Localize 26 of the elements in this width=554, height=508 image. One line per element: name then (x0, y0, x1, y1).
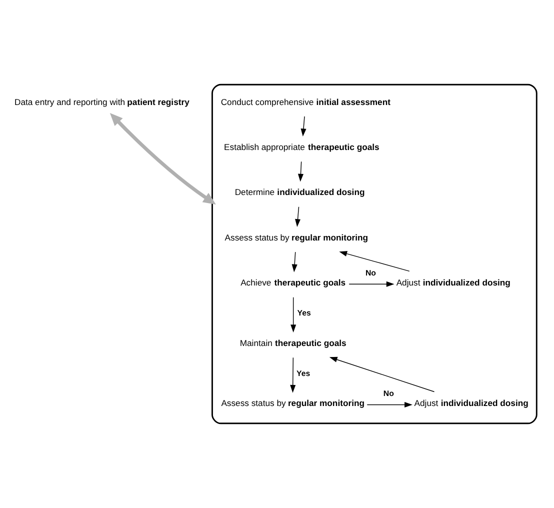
node-text: Assess status by regular monitoring (224, 232, 368, 242)
arrow (339, 251, 410, 272)
edge-label: No (383, 388, 394, 398)
node-text: Conduct comprehensive initial assessment (220, 96, 390, 107)
arrow (110, 112, 216, 205)
node-text: Assess status by regular monitoring (221, 398, 364, 408)
node-text: Adjust individualized dosing (414, 398, 528, 408)
arrow (292, 252, 298, 272)
cluster (212, 84, 538, 424)
node-text: Data entry and reporting with patient registry (14, 96, 190, 107)
node-text: Adjust individualized dosing (396, 278, 510, 288)
arrow (366, 402, 412, 408)
arrow (290, 296, 296, 333)
arrow (348, 281, 394, 287)
edge-label: Yes (297, 308, 311, 318)
node-text: Achieve therapeutic goals (240, 278, 346, 288)
arrow (329, 356, 435, 392)
node-text: Maintain therapeutic goals (240, 338, 346, 348)
node-text: Determine individualized dosing (234, 187, 365, 198)
arrow (300, 116, 306, 137)
arrow (298, 161, 304, 182)
arrow (295, 206, 301, 227)
edge-label: No (365, 268, 376, 278)
arrow (290, 357, 296, 393)
node-text: Establish appropriate therapeutic goals (224, 142, 380, 152)
edge-label: Yes (296, 368, 310, 378)
